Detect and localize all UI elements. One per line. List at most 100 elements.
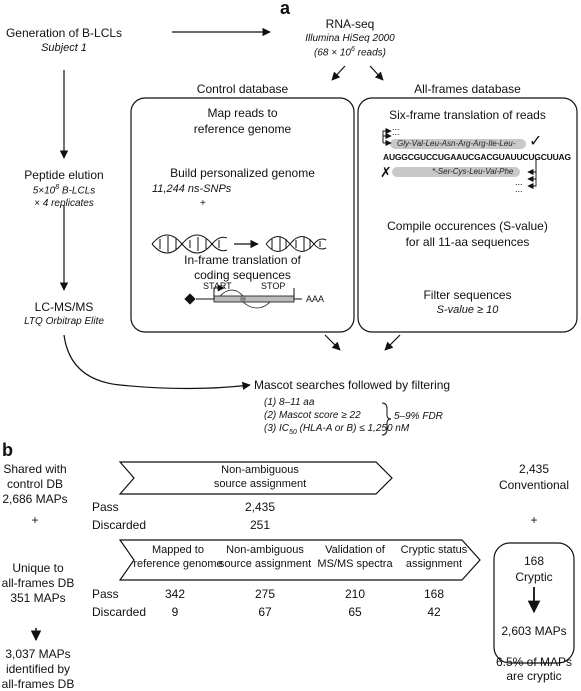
lcms-subtitle: LTQ Orbitrap Elite	[24, 316, 104, 327]
lcms-title: LC-MS/MS	[34, 300, 94, 314]
lower-discarded-label: Discarded	[92, 605, 147, 619]
rnaseq-platform: Illumina HiSeq 2000	[305, 33, 395, 44]
lower-step-4-discarded: 42	[427, 605, 441, 619]
arrow-control-to-mascot	[324, 334, 341, 351]
mascot-filter-3: (3) IC50 (HLA-A or B) ≤ 1,250 nM	[264, 423, 410, 436]
lower-step-2-line1: Non-ambiguous	[226, 544, 304, 556]
rna-sequence: AUGGCGUCCUGAAUCGACGUAUUCUGCUUAG	[383, 152, 571, 162]
upper-discarded-value: 251	[249, 518, 271, 532]
lower-pass-label: Pass	[92, 587, 119, 601]
unique-line2: all-frames DB	[1, 576, 75, 590]
arrow-rnaseq-to-allframes	[369, 65, 384, 81]
plus-left: +	[31, 513, 39, 527]
fdr-label: 5–9% FDR	[394, 411, 443, 422]
lower-step-2-discarded: 67	[258, 605, 272, 619]
mascot-title: Mascot searches followed by filtering	[254, 378, 451, 392]
upper-pass-value: 2,435	[244, 500, 276, 514]
lower-step-3-line1: Validation of	[325, 544, 385, 556]
elution-cells: 5×108 B-LCLs	[32, 184, 96, 197]
dna-helix-left-icon	[151, 234, 228, 254]
footer-line1: 6.5% of MAPs	[495, 655, 573, 669]
conventional-label: Conventional	[498, 478, 570, 492]
lower-step-3-pass: 210	[344, 587, 366, 601]
shared-line2: control DB	[6, 477, 64, 491]
gene-model-icon	[184, 284, 302, 309]
lower-step-3-line2: MS/MS spectra	[317, 558, 393, 570]
lower-step-1-line1: Mapped to	[152, 544, 204, 556]
total-line2: identified by	[5, 662, 71, 676]
lower-step-2-pass: 275	[254, 587, 276, 601]
dots-bottom: ...	[515, 177, 523, 187]
six-frame-translation-icon	[382, 127, 537, 190]
cryptic-count: 168	[523, 554, 545, 568]
mascot-filter-2: (2) Mascot score ≥ 22	[264, 410, 361, 421]
plus-right: +	[530, 513, 538, 527]
check-icon: ✓	[529, 133, 543, 150]
conventional-count: 2,435	[518, 462, 550, 476]
build-genome-label: Build personalized genome	[170, 166, 315, 180]
six-frame-label: Six-frame translation of reads	[389, 108, 546, 122]
lower-pipeline-arrow	[118, 539, 481, 581]
compile-line2: for all 11-aa sequences	[405, 235, 530, 249]
snp-plus: +	[200, 198, 206, 209]
control-database-box	[130, 97, 355, 333]
lower-step-2-line2: source assignment	[218, 558, 312, 570]
total-line1: 3,037 MAPs	[5, 647, 71, 661]
upper-step-line2: source assignment	[213, 478, 307, 490]
cryptic-label: Cryptic	[515, 570, 553, 584]
elution-title: Peptide elution	[24, 168, 104, 182]
start-label: START	[203, 281, 232, 291]
footer-line2: are cryptic	[506, 669, 562, 683]
inframe-line2: coding sequences	[194, 268, 291, 282]
map-reads-line1: Map reads to	[207, 106, 278, 120]
arrow-rnaseq-to-control	[331, 65, 346, 81]
upper-step-line1: Non-ambiguous	[221, 464, 299, 476]
cryptic-box	[493, 542, 575, 664]
stop-label: STOP	[261, 281, 286, 291]
inframe-line1: In-frame translation of	[184, 253, 301, 267]
dots-bottom-2: ...	[515, 184, 523, 194]
elution-replicates: × 4 replicates	[34, 198, 94, 209]
rnaseq-title: RNA-seq	[325, 17, 375, 31]
upper-pass-label: Pass	[92, 500, 119, 514]
compile-line1: Compile occurences (S-value)	[387, 219, 548, 233]
unique-line3: 351 MAPs	[10, 591, 66, 605]
panel-letter-b: b	[2, 440, 13, 460]
lower-step-1-pass: 342	[164, 587, 186, 601]
rnaseq-reads: (68 × 106 reads)	[313, 46, 386, 59]
generation-subtitle: Subject 1	[41, 42, 87, 54]
peptide-bottom: *-Ser-Cys-Leu-Val-Phe	[432, 167, 514, 176]
upper-discarded-label: Discarded	[92, 518, 147, 532]
allframes-database-header: All-frames database	[414, 82, 521, 96]
arrow-allframes-to-mascot	[384, 334, 401, 351]
generation-title: Generation of B-LCLs	[5, 26, 123, 40]
fdr-brace	[381, 402, 392, 436]
shared-line3: 2,686 MAPs	[2, 492, 68, 506]
polya-label: AAA	[306, 294, 325, 304]
allframes-database-box	[357, 97, 578, 333]
lower-step-4-pass: 168	[423, 587, 445, 601]
lower-step-1-discarded: 9	[171, 605, 179, 619]
dots-top-2: ...	[392, 127, 400, 137]
dots-top: ...	[392, 122, 400, 132]
mascot-filter-1: (1) 8–11 aa	[264, 397, 315, 408]
lower-step-3-discarded: 65	[348, 605, 362, 619]
final-total: 2,603 MAPs	[501, 624, 567, 638]
svalue-threshold: S-value ≥ 10	[436, 304, 499, 316]
panel-letter-a: a	[280, 0, 291, 18]
upper-pipeline-arrow	[118, 461, 393, 495]
unique-line1: Unique to	[12, 561, 64, 575]
peptide-top: Gly-Val-Leu-Asn-Arg-Arg-Ile-Leu-	[397, 139, 516, 148]
total-line3: all-frames DB	[1, 677, 75, 691]
lower-step-4-line2: assignment	[405, 558, 463, 570]
snp-count: 11,244 ns-SNPs	[152, 183, 232, 195]
cross-icon: ✗	[380, 164, 392, 180]
shared-line1: Shared with	[3, 462, 67, 476]
map-reads-line2: reference genome	[193, 122, 292, 136]
dna-helix-right-icon	[265, 236, 327, 252]
arrow-lcms-to-mascot	[63, 334, 251, 391]
lower-step-4-line1: Cryptic status	[400, 544, 468, 556]
filter-label: Filter sequences	[423, 288, 512, 302]
control-database-header: Control database	[196, 82, 289, 96]
